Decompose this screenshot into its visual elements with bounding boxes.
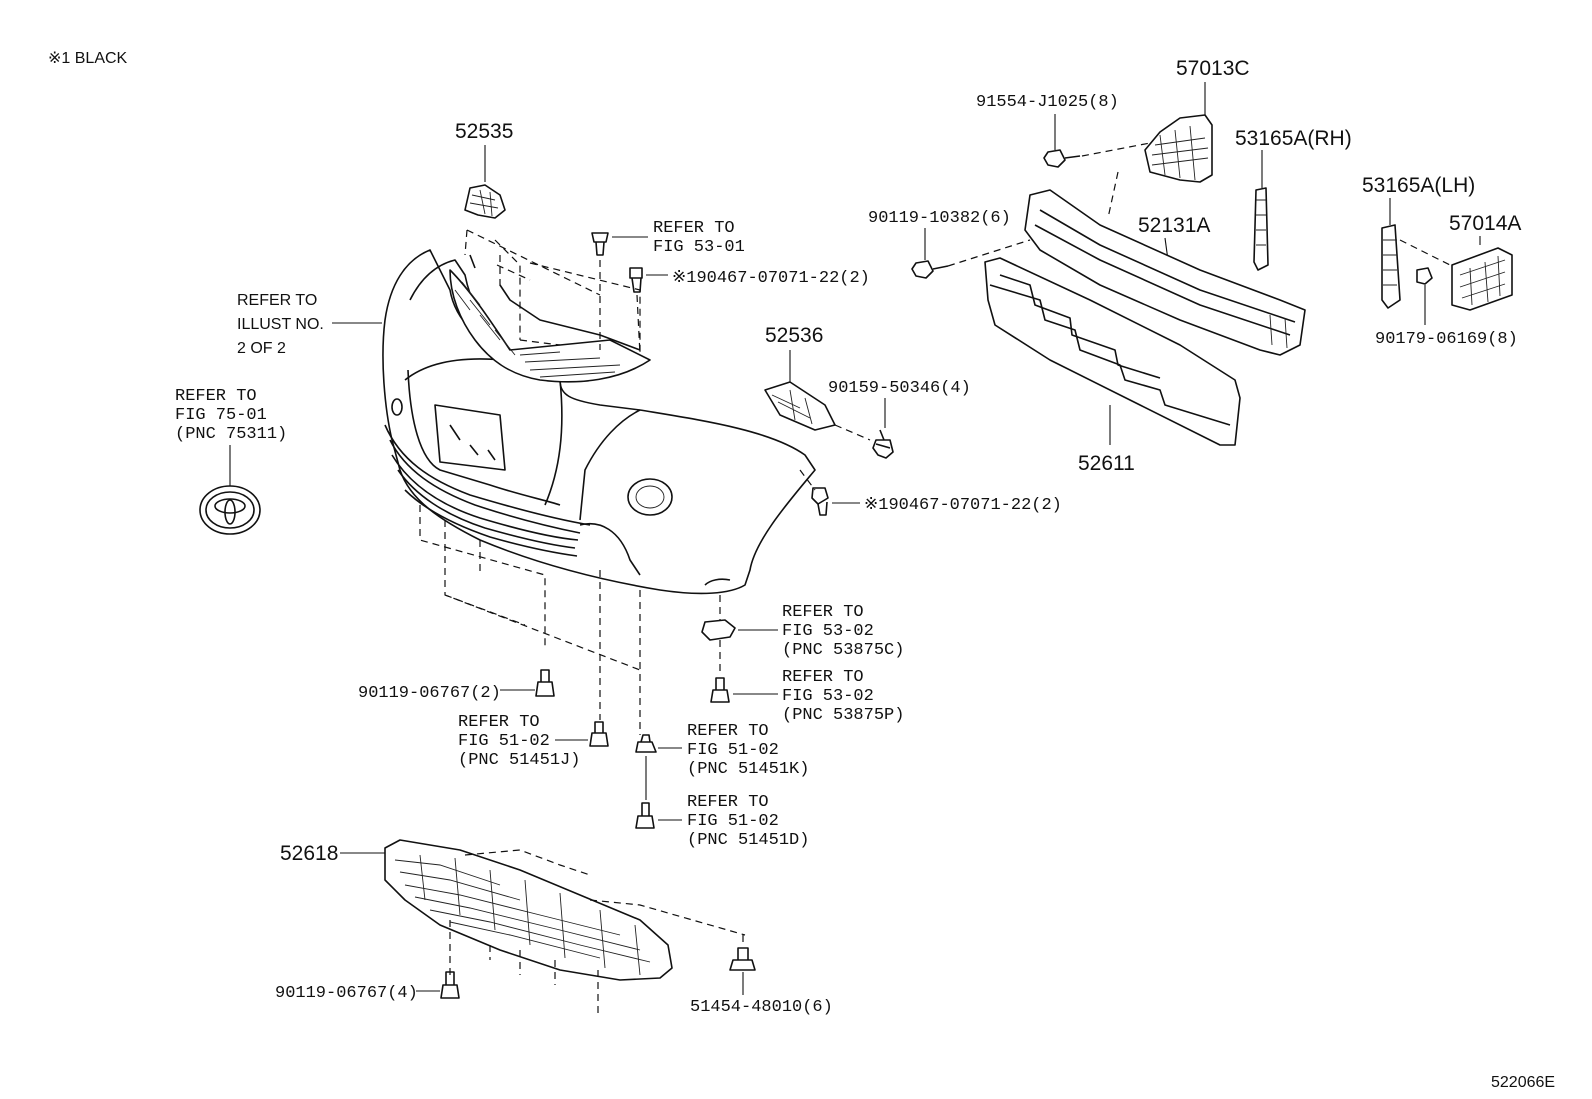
bumper-cover[interactable] <box>382 249 816 595</box>
clip-fig5301[interactable] <box>591 232 609 256</box>
ref-fig5302c-line1: REFER TO <box>782 603 864 622</box>
ref-fig5102j-line3: (PNC 51451J) <box>458 751 580 770</box>
ref-illust-line3: 2 OF 2 <box>237 340 286 357</box>
clip-fig5102j[interactable] <box>589 721 609 747</box>
ref-illust-line2: ILLUST NO. <box>237 316 324 333</box>
ref-fig7501-line2: FIG 75-01 <box>175 406 267 425</box>
label-90159: 90159-50346(4) <box>828 379 971 398</box>
label-90119-10382: 90119-10382(6) <box>868 209 1011 228</box>
bracket-52535[interactable] <box>464 184 506 219</box>
bolt-90119-06767-4[interactable] <box>440 971 460 999</box>
label-90119-06767-4: 90119-06767(4) <box>275 984 418 1003</box>
ref-fig5302p-line2: FIG 53-02 <box>782 687 874 706</box>
label-57013C: 57013C <box>1176 57 1250 80</box>
bolt-90119-10382[interactable] <box>911 260 949 279</box>
ref-fig5102d-line3: (PNC 51451D) <box>687 831 809 850</box>
ref-fig7501-line3: (PNC 75311) <box>175 425 287 444</box>
label-52536: 52536 <box>765 324 823 347</box>
ref-fig5102d-line1: REFER TO <box>687 793 769 812</box>
ref-fig5102d-line2: FIG 51-02 <box>687 812 779 831</box>
ref-fig5102j-line1: REFER TO <box>458 713 540 732</box>
bolt-fig5102d[interactable] <box>635 802 655 829</box>
clip-90467-mid[interactable] <box>811 487 829 516</box>
label-52131A: 52131A <box>1138 214 1210 237</box>
ref-fig5301-line2: FIG 53-01 <box>653 238 745 257</box>
ref-fig5301-line1: REFER TO <box>653 219 735 238</box>
reinforcement-52131A[interactable] <box>1024 189 1306 356</box>
clip-51454[interactable] <box>729 947 756 971</box>
label-90467-mid: ※190467-07071-22(2) <box>864 496 1062 515</box>
bolt-90159[interactable] <box>872 429 894 459</box>
label-52611: 52611 <box>1078 452 1135 475</box>
ref-illust-line1: REFER TO <box>237 292 317 309</box>
clip-fig5302c[interactable] <box>701 619 736 641</box>
stay-57013C[interactable] <box>1144 114 1213 183</box>
ref-fig5302p-line1: REFER TO <box>782 668 864 687</box>
label-90179: 90179-06169(8) <box>1375 330 1518 349</box>
label-53165A-rh: 53165A(RH) <box>1235 127 1352 150</box>
label-91554: 91554-J1025(8) <box>976 93 1119 112</box>
bracket-52536[interactable] <box>764 381 836 431</box>
nut-90179[interactable] <box>1416 267 1433 285</box>
bolt-91554[interactable] <box>1043 149 1081 168</box>
ref-fig5102j-line2: FIG 51-02 <box>458 732 550 751</box>
label-52535: 52535 <box>455 120 513 143</box>
undercover-52618[interactable] <box>384 839 673 981</box>
label-51454: 51454-48010(6) <box>690 998 833 1017</box>
diagram-code: 522066E <box>1491 1074 1555 1091</box>
ref-fig5302p-line3: (PNC 53875P) <box>782 706 904 725</box>
label-90119-06767-2: 90119-06767(2) <box>358 684 501 703</box>
label-52618: 52618 <box>280 842 338 865</box>
bolt-fig5302p[interactable] <box>710 677 730 703</box>
label-53165A-lh: 53165A(LH) <box>1362 174 1475 197</box>
ref-fig5302c-line3: (PNC 53875C) <box>782 641 904 660</box>
ref-fig7501-line1: REFER TO <box>175 387 257 406</box>
nut-fig5102k[interactable] <box>635 734 657 753</box>
bracket-53165A-rh[interactable] <box>1253 187 1269 271</box>
ref-fig5302c-line2: FIG 53-02 <box>782 622 874 641</box>
absorber-52611[interactable] <box>984 257 1241 446</box>
bolt-90119-06767-2[interactable] <box>535 669 555 697</box>
clip-90467-top[interactable] <box>629 267 643 293</box>
label-57014A: 57014A <box>1449 212 1521 235</box>
bracket-53165A-lh[interactable] <box>1381 224 1401 309</box>
ref-fig5102k-line1: REFER TO <box>687 722 769 741</box>
emblem-icon[interactable] <box>199 485 261 535</box>
note-black: ※1 BLACK <box>48 50 128 67</box>
ref-fig5102k-line3: (PNC 51451K) <box>687 760 809 779</box>
stay-57014A[interactable] <box>1451 247 1513 311</box>
label-90467-top: ※190467-07071-22(2) <box>672 269 870 288</box>
ref-fig5102k-line2: FIG 51-02 <box>687 741 779 760</box>
